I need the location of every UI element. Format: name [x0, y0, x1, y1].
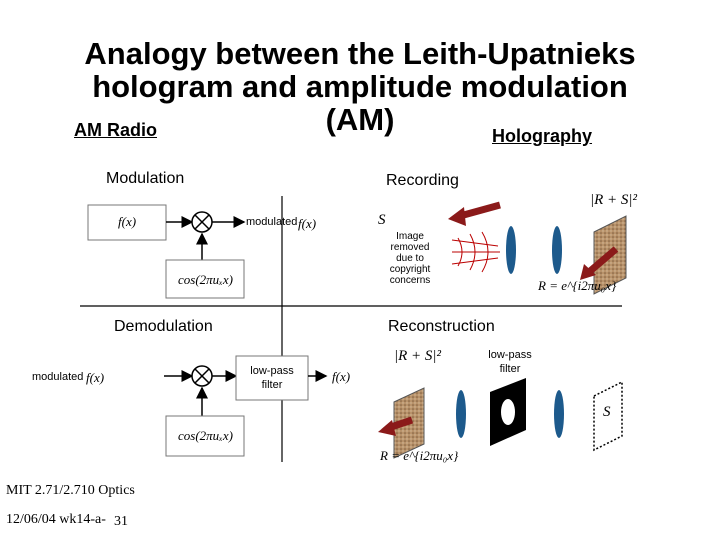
reconstruction-label: Reconstruction [388, 318, 495, 335]
title-line-2: hologram and amplitude modulation [92, 69, 628, 104]
recon-lens-2 [554, 390, 564, 438]
modulated-function: f(x) [298, 216, 317, 231]
title-line-3: (AM) [325, 102, 395, 137]
footer-course: MIT 2.71/2.710 Optics [6, 483, 135, 498]
title-line-1: Analogy between the Leith-Upatnieks [84, 36, 636, 71]
recording-reference-label: R = e^{i2πu₀x} [538, 278, 617, 293]
recording-intensity-label: |R + S|² [590, 192, 638, 208]
demod-input-function: f(x) [86, 370, 105, 385]
demod-output-function: f(x) [332, 369, 351, 384]
reconstructed-image-plane [593, 380, 623, 452]
demodulation-label: Demodulation [114, 318, 213, 335]
holography-header: Holography [492, 126, 593, 146]
lowpass-box [235, 355, 309, 401]
reference-beam-arrow [586, 246, 619, 275]
object-beam-arrow [459, 201, 501, 220]
demod-carrier-box [165, 415, 245, 457]
carrier-box [165, 259, 245, 299]
carrier-function: cos(2πuₓx) [178, 272, 233, 287]
demod-carrier-function: cos(2πuₓx) [178, 428, 233, 443]
recording-s-label: S [378, 212, 386, 228]
demod-input-prefix: modulated [32, 371, 84, 383]
recording-label: Recording [386, 172, 459, 189]
recon-s-label: S [603, 404, 611, 420]
lens-1 [506, 226, 516, 274]
modulated-prefix: modulated [246, 216, 298, 228]
lens-2 [552, 226, 562, 274]
recon-filter-label: low-pass filter [488, 349, 532, 375]
footer-date: 12/06/04 wk14-a- [6, 512, 106, 527]
modulation-label: Modulation [106, 170, 185, 187]
input-function: f(x) [118, 214, 137, 229]
image-removed-note: Image removed due to copyright concerns [389, 231, 431, 286]
am-radio-header: AM Radio [74, 120, 157, 140]
footer-page-number: 31 [114, 514, 128, 529]
lowpass-filter-label: low-pass filter [250, 365, 294, 391]
recon-reference-label: R = e^{i2πu₀x} [380, 448, 459, 463]
recon-lens-1 [456, 390, 466, 438]
recon-intensity-label: |R + S|² [394, 348, 442, 364]
